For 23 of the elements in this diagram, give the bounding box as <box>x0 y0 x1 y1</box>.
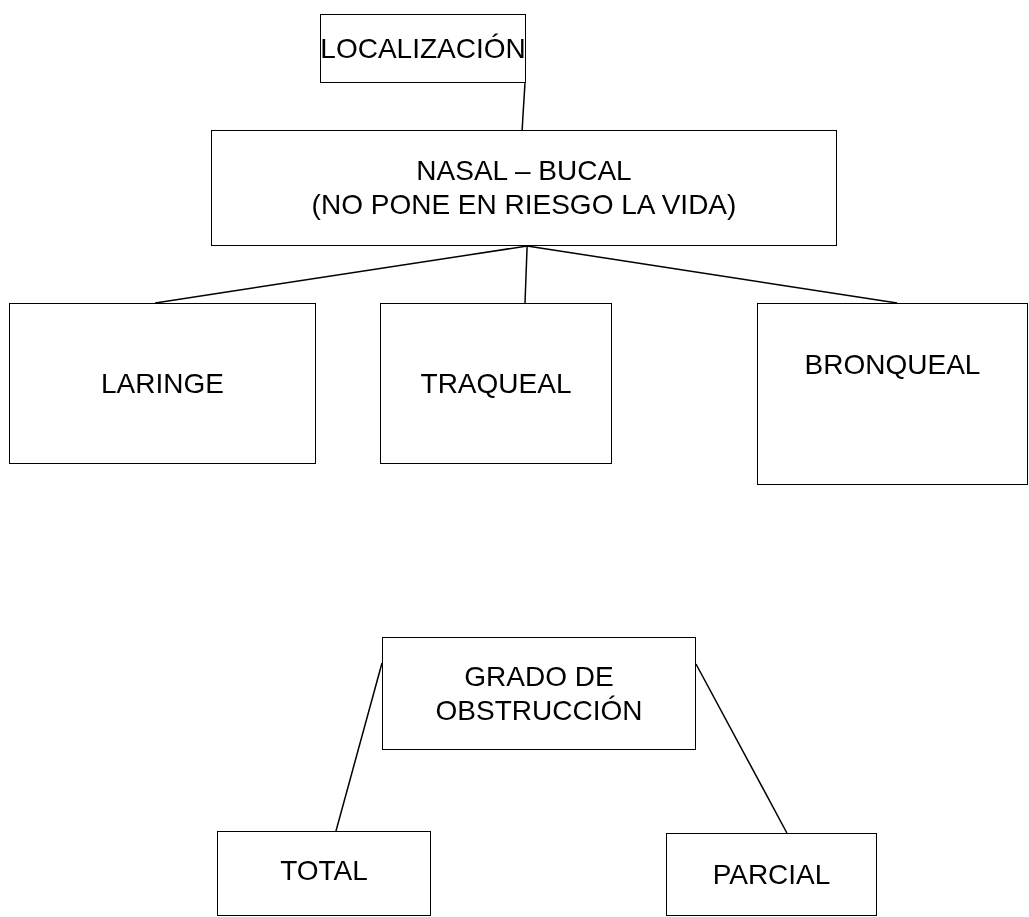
box-label: LARINGE <box>101 366 224 401</box>
category-box <box>382 637 696 750</box>
box-label: (NO PONE EN RIESGO LA VIDA) <box>311 188 737 222</box>
connector-line <box>526 245 898 304</box>
connector-line <box>154 245 528 304</box>
box-label: LOCALIZACIÓN <box>320 31 526 66</box>
category-box <box>320 14 526 83</box>
connector-line <box>335 662 383 832</box>
connector-line <box>521 82 526 131</box>
category-box <box>666 833 877 916</box>
category-box <box>757 303 1028 485</box>
category-box <box>9 303 316 464</box>
connector-line <box>695 663 788 834</box>
category-box <box>380 303 612 464</box>
box-label: BRONQUEAL <box>804 348 981 382</box>
box-label: GRADO DE OBSTRUCCIÓN <box>434 659 644 728</box>
connector-line <box>524 245 528 304</box>
box-label: TRAQUEAL <box>420 366 572 401</box>
box-label: TOTAL <box>280 854 368 888</box>
box-label: PARCIAL <box>712 857 831 892</box>
category-box <box>211 130 837 246</box>
box-label: NASAL – BUCAL <box>416 154 632 188</box>
category-box <box>217 831 431 916</box>
